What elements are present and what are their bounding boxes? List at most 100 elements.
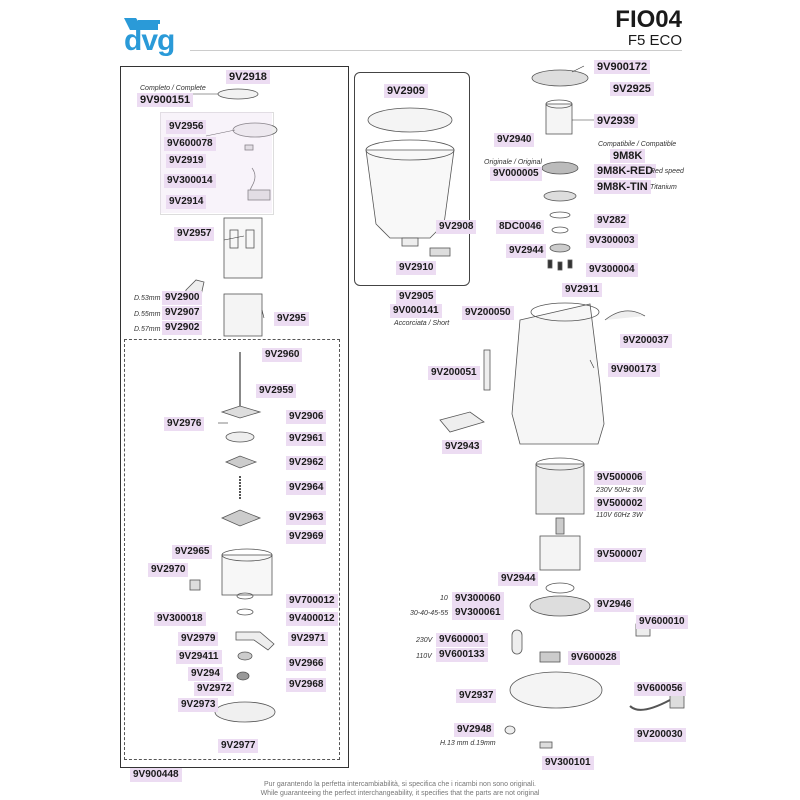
part-9V900173[interactable]: 9V900173 (608, 363, 660, 377)
part-9V2902[interactable]: 9V2902 (162, 321, 203, 335)
part-9V200050[interactable]: 9V200050 (462, 306, 514, 320)
part-9V2979[interactable]: 9V2979 (178, 632, 219, 646)
part-9V2948[interactable]: 9V2948 (454, 723, 495, 737)
part-9V2969[interactable]: 9V2969 (286, 530, 327, 544)
part-9V000141[interactable]: 9V000141 (390, 304, 442, 318)
part-9V300060[interactable]: 9V300060 (452, 592, 504, 606)
titanium-note: Titanium (650, 184, 677, 191)
part-9V2944-bottom[interactable]: 9V2944 (498, 572, 539, 586)
part-9V2919[interactable]: 9V2919 (166, 154, 207, 168)
part-9V2908[interactable]: 9V2908 (436, 220, 477, 234)
part-9V600010[interactable]: 9V600010 (636, 615, 688, 629)
part-9V2940[interactable]: 9V2940 (494, 133, 535, 147)
part-9V000005[interactable]: 9V000005 (490, 167, 542, 181)
part-9V500007[interactable]: 9V500007 (594, 548, 646, 562)
left-panel-frame (120, 66, 349, 768)
part-9V600028[interactable]: 9V600028 (568, 651, 620, 665)
part-9V400012[interactable]: 9V400012 (286, 612, 338, 626)
diameter-57-note: D.57mm (134, 326, 161, 333)
part-9V294[interactable]: 9V294 (188, 667, 223, 681)
part-9M8K-RED[interactable]: 9M8K-RED (594, 164, 657, 178)
part-9V300014[interactable]: 9V300014 (164, 174, 216, 188)
part-9V2960[interactable]: 9V2960 (262, 348, 303, 362)
part-9V2911[interactable]: 9V2911 (562, 283, 602, 297)
part-9V900448[interactable]: 9V900448 (130, 768, 182, 782)
footer-line-2: While guaranteeing the perfect interchan… (260, 790, 540, 797)
part-9V300018[interactable]: 9V300018 (154, 612, 206, 626)
part-9V2965[interactable]: 9V2965 (172, 545, 213, 559)
230v-50hz-note: 230V 50Hz 3W (596, 487, 644, 494)
part-9V600056[interactable]: 9V600056 (634, 682, 686, 696)
part-9V2925[interactable]: 9V2925 (610, 82, 654, 96)
part-9V2972[interactable]: 9V2972 (194, 682, 235, 696)
lid-group-frame (160, 112, 274, 215)
part-9V2914[interactable]: 9V2914 (166, 195, 207, 209)
part-9V600001[interactable]: 9V600001 (436, 633, 488, 647)
header-rule (190, 50, 682, 51)
red-speed-note: Red speed (650, 168, 684, 175)
part-9V2968[interactable]: 9V2968 (286, 678, 327, 692)
part-9V200030[interactable]: 9V200030 (634, 728, 686, 742)
part-9V2937[interactable]: 9V2937 (456, 689, 497, 703)
brand-logo-text: dvg (124, 24, 175, 57)
part-9V300003[interactable]: 9V300003 (586, 234, 638, 248)
diameter-55-note: D.55mm (134, 311, 161, 318)
part-9V2957[interactable]: 9V2957 (174, 227, 215, 241)
part-9V2910[interactable]: 9V2910 (396, 261, 437, 275)
hopper-panel-frame (354, 72, 470, 286)
part-9V2964[interactable]: 9V2964 (286, 481, 327, 495)
part-9V2970[interactable]: 9V2970 (148, 563, 189, 577)
dvg-logo-icon (124, 18, 160, 30)
part-9V300061[interactable]: 9V300061 (452, 606, 504, 620)
part-8DC0046[interactable]: 8DC0046 (496, 220, 545, 234)
110v-note: 110V (416, 653, 432, 660)
part-9V2900[interactable]: 9V2900 (162, 291, 203, 305)
part-9V2956[interactable]: 9V2956 (166, 120, 207, 134)
compatible-note: Compatibile / Compatible (598, 141, 677, 148)
part-9V600133[interactable]: 9V600133 (436, 648, 488, 662)
part-9V500002[interactable]: 9V500002 (594, 497, 646, 511)
part-9M8K[interactable]: 9M8K (610, 149, 646, 163)
footer-line-1: Pur garantendo la perfetta intercambiabi… (264, 781, 536, 788)
part-9V300004[interactable]: 9V300004 (586, 263, 638, 277)
part-9V2976[interactable]: 9V2976 (164, 417, 205, 431)
part-9V200051[interactable]: 9V200051 (428, 366, 480, 380)
part-9V2946[interactable]: 9V2946 (594, 598, 635, 612)
model-version: F5 ECO (627, 32, 682, 49)
part-9V2959[interactable]: 9V2959 (256, 384, 297, 398)
size-10-note: 10 (440, 595, 448, 602)
height-diameter-note: H.13 mm d.19mm (440, 740, 496, 747)
part-9V2966[interactable]: 9V2966 (286, 657, 327, 671)
230v-note: 230V (416, 637, 433, 644)
part-9V900151[interactable]: 9V900151 (137, 93, 194, 107)
part-9V2963[interactable]: 9V2963 (286, 511, 327, 525)
part-9V2939[interactable]: 9V2939 (594, 114, 638, 128)
part-9V200037[interactable]: 9V200037 (620, 334, 672, 348)
part-9V2907[interactable]: 9V2907 (162, 306, 203, 320)
part-9V2909[interactable]: 9V2909 (384, 84, 428, 98)
original-note: Originale / Original (484, 159, 542, 166)
part-9V2977[interactable]: 9V2977 (218, 739, 259, 753)
part-9V300101[interactable]: 9V300101 (542, 756, 594, 770)
part-9V29411[interactable]: 9V29411 (176, 650, 222, 664)
part-9V600078[interactable]: 9V600078 (164, 137, 216, 151)
short-note: Accorciata / Short (394, 320, 450, 327)
complete-note: Completo / Complete (140, 85, 206, 92)
part-9V500006[interactable]: 9V500006 (594, 471, 646, 485)
diameter-53-note: D.53mm (134, 295, 161, 302)
part-9V2962[interactable]: 9V2962 (286, 456, 327, 470)
part-9V2918[interactable]: 9V2918 (226, 70, 270, 84)
part-9V2906[interactable]: 9V2906 (286, 410, 327, 424)
part-9V2943[interactable]: 9V2943 (442, 440, 483, 454)
part-9V2944-top[interactable]: 9V2944 (506, 244, 547, 258)
part-9V282[interactable]: 9V282 (594, 214, 629, 228)
part-9M8K-TIN[interactable]: 9M8K-TIN (594, 180, 651, 194)
part-9V900172[interactable]: 9V900172 (594, 60, 651, 74)
part-9V2973[interactable]: 9V2973 (178, 698, 219, 712)
part-9V295[interactable]: 9V295 (274, 312, 309, 326)
part-9V700012[interactable]: 9V700012 (286, 594, 338, 608)
part-9V2905[interactable]: 9V2905 (396, 290, 437, 304)
part-9V2961[interactable]: 9V2961 (286, 432, 327, 446)
part-9V2971[interactable]: 9V2971 (288, 632, 329, 646)
